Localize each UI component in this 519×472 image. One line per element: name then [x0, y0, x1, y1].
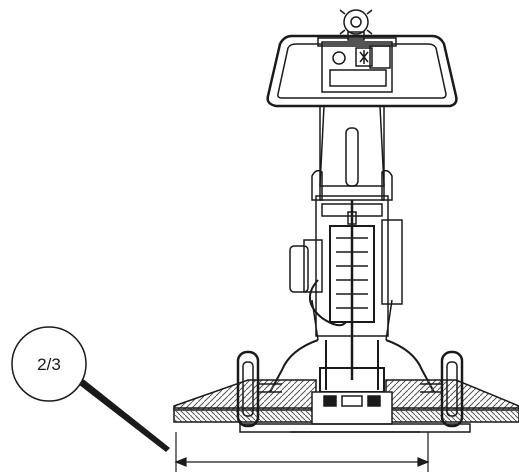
callout-leader [78, 378, 170, 452]
callout-bubble: 2/3 [11, 326, 87, 402]
motor-housing [289, 195, 403, 380]
gear-knob-icon [339, 9, 373, 41]
right-wheel [420, 350, 464, 428]
left-wheel [236, 350, 282, 428]
width-dimension [174, 432, 430, 472]
handle-assembly [266, 34, 458, 108]
brand-logo-icon [355, 47, 373, 67]
brush-deck [173, 379, 519, 433]
callout-label: 2/3 [37, 355, 61, 374]
circle-indicator-icon [332, 51, 346, 65]
frame-struts [269, 339, 435, 393]
steering-column [311, 105, 393, 201]
